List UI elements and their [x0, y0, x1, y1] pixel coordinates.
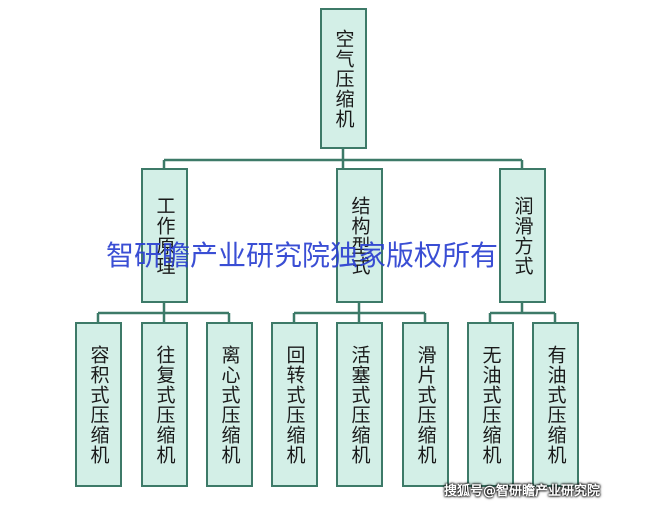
watermark-text: 智研瞻产业研究院独家版权所有	[106, 239, 499, 272]
node-leaf-2-2-label: 活塞式压缩机	[348, 344, 371, 465]
node-leaf-1-2-label: 往复式压缩机	[153, 344, 176, 465]
node-category-1-label: 工作原理	[153, 195, 176, 276]
node-leaf-2-1: 回转式压缩机	[271, 322, 318, 487]
node-root: 空气压缩机	[320, 8, 367, 149]
node-category-1: 工作原理	[141, 168, 188, 303]
node-leaf-1-3: 离心式压缩机	[206, 322, 253, 487]
node-leaf-3-2: 有油式压缩机	[532, 322, 579, 487]
node-leaf-3-1-label: 无油式压缩机	[479, 344, 502, 465]
node-leaf-2-3-label: 滑片式压缩机	[414, 344, 437, 465]
node-root-label: 空气压缩机	[332, 28, 355, 129]
node-leaf-2-1-label: 回转式压缩机	[283, 344, 306, 465]
node-leaf-2-2: 活塞式压缩机	[336, 322, 383, 487]
source-mark: 搜狐号@智研瞻产业研究院	[444, 484, 601, 499]
node-leaf-2-3: 滑片式压缩机	[402, 322, 449, 487]
node-leaf-1-3-label: 离心式压缩机	[218, 344, 241, 465]
node-leaf-3-1: 无油式压缩机	[467, 322, 514, 487]
node-leaf-1-2: 往复式压缩机	[141, 322, 188, 487]
node-category-2-label: 结构型式	[348, 195, 371, 276]
node-leaf-3-2-label: 有油式压缩机	[544, 344, 567, 465]
node-leaf-1-1: 容积式压缩机	[75, 322, 122, 487]
node-category-3: 润滑方式	[499, 168, 546, 303]
node-leaf-1-1-label: 容积式压缩机	[87, 344, 110, 465]
node-category-3-label: 润滑方式	[511, 195, 534, 276]
node-category-2: 结构型式	[336, 168, 383, 303]
